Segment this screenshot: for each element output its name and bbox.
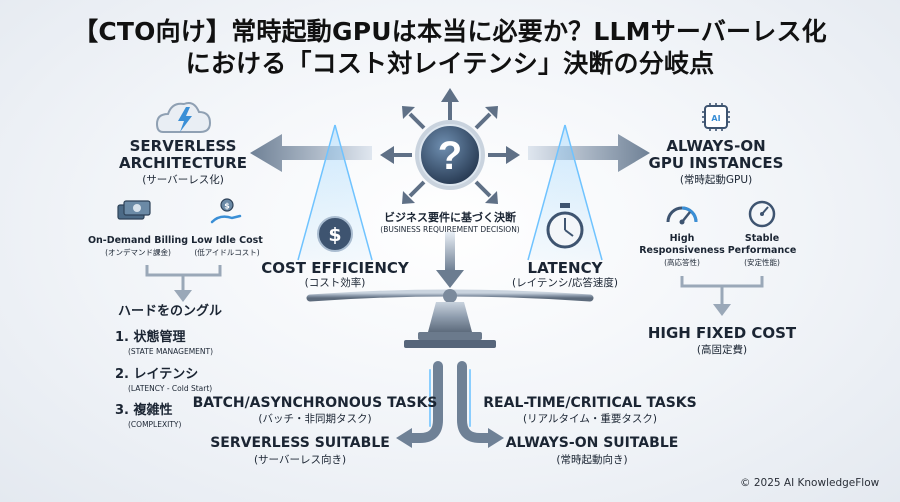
balance-scale [306,289,594,348]
realtime-critical-tasks-sub: (リアルタイム・重要タスク) [523,413,657,425]
cost-cone: $ [297,124,373,261]
stopwatch-icon [546,203,584,249]
feature-stable-performance-1: Stable [744,233,780,244]
feature-high-responsiveness-sub: (高応答性) [664,258,700,267]
high-fixed-cost-label: HIGH FIXED COST [647,324,797,342]
realtime-critical-tasks-label: REAL-TIME/CRITICAL TASKS [483,395,697,411]
always-on-suitable-sub: (常時起動向き) [556,454,628,466]
latency-label: LATENCY [527,259,603,277]
decision-label: ビジネス要件に基づく決断 [384,211,516,224]
cost-efficiency-label: COST EFFICIENCY [261,259,409,277]
always-on-suitable-label: ALWAYS-ON SUITABLE [505,435,679,451]
arrow-to-serverless [250,134,372,172]
latency-sub: (レイテンシ/応答速度) [511,277,619,289]
question-mark-icon: ? [438,134,462,178]
hand-coin-icon: $ [210,198,242,224]
gauge-dial-icon [748,200,776,228]
serverless-suitable-sub: (サーバーレス向き) [253,454,347,466]
dollar-coin-icon: $ [328,224,341,246]
down-arrow-icon-right [713,304,731,316]
benefit-low-idle-cost-sub: (低アイドルコスト) [194,248,260,257]
down-arrow-icon [174,290,192,302]
cost-efficiency-sub: (コスト効率) [304,277,366,289]
feature-stable-performance-sub: (安定性能) [744,258,780,267]
always-on-subtitle: (常時起動GPU) [679,174,753,186]
feature-merge-bracket [680,276,764,306]
money-bill-icon [117,200,151,220]
page-title-line-2: における「コスト対レイテンシ」決断の分岐点 [185,49,715,78]
hurdles-title: ハードをのングル [118,304,223,319]
outcome-split-arrows [396,361,504,448]
copyright-notice: © 2025 AI KnowledgeFlow [740,477,880,489]
serverless-suitable-label: SERVERLESS SUITABLE [210,435,390,451]
benefit-merge-bracket [145,265,222,292]
feature-stable-performance-2: Performance [727,245,797,256]
arrow-to-always-on [528,134,650,172]
serverless-subtitle: (サーバーレス化) [142,174,224,186]
benefit-low-idle-cost: Low Idle Cost [191,235,263,246]
serverless-heading-2: ARCHITECTURE [119,154,247,172]
decision-label-sub: (BUSINESS REQUIREMENT DECISION) [380,225,520,234]
feature-high-responsiveness-1: High [669,233,695,244]
question-ball [419,124,481,186]
benefit-on-demand-billing: On-Demand Billing [87,235,189,246]
cloud-icon [155,102,212,133]
feature-high-responsiveness-2: Responsiveness [639,245,725,256]
svg-text:AI: AI [711,114,720,123]
high-fixed-cost-sub: (高固定費) [696,344,748,356]
benefit-on-demand-billing-sub: (オンデマンド課金) [105,248,171,257]
batch-async-tasks-sub: (バッチ・非同期タスク) [258,413,372,425]
latency-cone [527,124,603,261]
svg-text:$: $ [224,202,230,211]
batch-async-tasks-label: BATCH/ASYNCHRONOUS TASKS [192,395,438,411]
decision-hub [380,88,520,204]
page-title-line-1: 【CTO向け】常時起動GPUは本当に必要か？LLMサーバーレス化 [73,17,827,46]
always-on-heading-1: ALWAYS-ON [666,137,766,155]
speedometer-icon [666,206,698,225]
center-stem [436,232,464,288]
ai-chip-icon: AI [702,103,730,131]
serverless-heading-1: SERVERLESS [129,137,237,155]
always-on-heading-2: GPU INSTANCES [648,154,784,172]
